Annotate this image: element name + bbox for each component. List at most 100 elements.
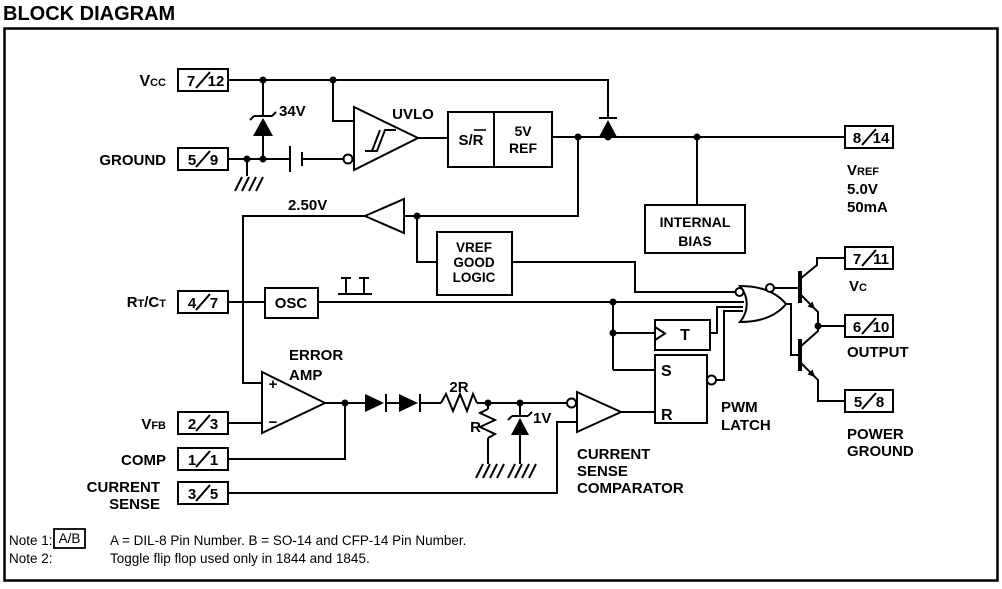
pin-label-comp: COMP [121,452,166,469]
internal-bias-label: BIAS [678,233,711,249]
latch-r-label: R [661,407,673,424]
pin-label-output: OUTPUT [847,344,909,361]
gate-top-bubble [765,283,775,293]
diagram-border [3,27,999,582]
osc-label: OSC [275,295,308,312]
latch-output-bubble [706,374,717,386]
pin-number: 5 [210,486,218,503]
hysteresis-icon [365,129,396,152]
toggle-flipflop-block [654,319,711,351]
pin-label-current-sense: CURRENT [87,479,160,496]
pin-label-vc: VC [849,278,867,295]
pin-number: 7 [210,295,218,312]
resistor-r-label: R [470,419,481,436]
vref-good-logic-label: LOGIC [453,270,496,285]
pin-label-ground: GROUND [99,152,166,169]
pin-label-power-ground: POWER [847,426,904,443]
pin-box-rtct: 4 7 [177,290,229,314]
vref-current: 50mA [847,199,888,216]
ref-label: REF [509,140,537,156]
ground-symbol [234,176,264,192]
ref-buffer [362,197,405,235]
pin-box-vfb: 2 3 [177,411,229,435]
osc-block [264,287,319,319]
internal-bias-block [644,204,746,254]
uvlo-comparator [353,105,421,172]
page-title: BLOCK DIAGRAM [3,3,175,25]
toggle-ff-label: T [680,327,690,344]
pin-number: 5 [188,152,196,169]
output-transistors [798,271,815,377]
error-amp-triangle [261,370,328,435]
vref-voltage: 5.0V [847,181,878,198]
gate-input-bubble [734,287,745,297]
pwm-latch-label: PWM [721,399,758,416]
latch-s-label: S [661,363,672,380]
resistor-2r-symbol [440,391,478,414]
uvlo-input-bubble [342,153,354,165]
pin-label-power-ground: GROUND [847,443,914,460]
pin-number: 1 [210,452,218,469]
pin-box-vc: 7 11 [844,246,894,270]
emitter-arrow [807,369,815,377]
current-sense-comparator-label: COMPARATOR [577,480,684,497]
resistor-2r-label: 2R [449,379,468,396]
pin-number: 5 [854,394,862,411]
pin-number: 7 [187,73,195,90]
zener-34v-symbol [249,111,277,136]
pin-label-vfb: VFB [141,416,166,433]
internal-bias-label: INTERNAL [660,214,731,230]
current-sense-comparator-label: SENSE [577,463,628,480]
pin-number: 1 [188,452,196,469]
pin-box-ground: 5 9 [177,147,229,171]
pin-box-comp: 1 1 [177,447,229,471]
pin-label-current-sense: SENSE [109,496,160,513]
pwm-latch-label: LATCH [721,417,771,434]
note2-text: Toggle flip flop used only in 1844 and 1… [110,551,370,566]
junction-dots [243,76,822,407]
ground-symbol [507,463,537,479]
pin-number: 8 [853,130,861,147]
pin-number: 9 [210,152,218,169]
note1-text: A = DIL-8 Pin Number. B = SO-14 and CFP-… [110,533,466,548]
battery-symbol [289,146,303,172]
pin-number: 7 [853,251,861,268]
diode-series-symbols [365,394,421,412]
vref-good-logic-label: GOOD [453,255,495,270]
nor-gate [737,284,788,324]
pin-box-current-sense: 3 5 [177,481,229,505]
vref-good-logic-block [436,231,513,296]
comparator-input-bubble [566,397,577,409]
pwm-latch-block [654,354,708,424]
zener-1v-symbol [507,411,533,435]
clock-input-icon [654,326,667,341]
emitter-arrow [807,301,815,309]
sr-label: S/R [458,132,483,149]
pin-number: 6 [853,319,861,336]
pin-box-output: 6 10 [844,314,894,338]
pin-label-vcc: VCC [139,73,166,90]
pin-box-power-ground: 5 8 [844,389,894,413]
diode-vcc-vref-symbol [599,117,617,137]
zener-1v-label: 1V [533,410,551,427]
resistor-r-symbol [477,408,498,439]
pin-box-vcc: 7 12 [177,68,229,92]
pin-box-vref: 8 14 [844,125,894,149]
notes: Note 1: A/B A = DIL-8 Pin Number. B = SO… [9,528,466,566]
error-amp-label: AMP [289,367,322,384]
pin-number: 11 [873,251,889,268]
error-amp-minus: − [269,414,278,431]
note1-pin-format-box [53,528,86,549]
zener-34v-label: 34V [279,103,306,120]
pin-number: 2 [188,416,196,433]
pin-number: 8 [876,394,884,411]
vref-good-logic-label: VREF [456,240,492,255]
clock-waveform-icon [338,277,372,295]
note1-label: Note 1: [9,533,53,548]
current-sense-comparator-label: CURRENT [577,446,650,463]
pin-number: 14 [873,130,890,147]
sr-ref-block [447,111,553,168]
pin-number: 4 [188,295,197,312]
